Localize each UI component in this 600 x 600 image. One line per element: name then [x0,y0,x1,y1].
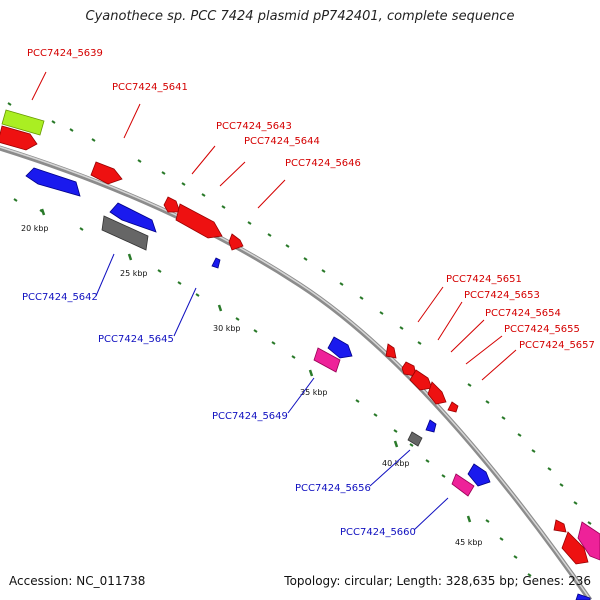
scale-tick-marks [40,208,472,523]
gene-blue-a[interactable] [25,167,81,197]
gene-5655[interactable] [427,381,447,405]
accession-text: Accession: NC_011738 [9,574,146,588]
gene-5654[interactable] [409,369,433,391]
gene-5653[interactable] [401,361,417,377]
scale-tick-25kbp: 25 kbp [120,269,148,278]
gene-label-5649[interactable]: PCC7424_5649 [212,411,288,422]
plasmid-backbone-highlight [0,146,591,600]
outer-track-dots [7,102,592,525]
gene-5660[interactable] [451,473,475,497]
plasmid-backbone [0,145,593,600]
topology-summary: Topology: circular; Length: 328,635 bp; … [284,574,591,588]
scale-tick-35kbp: 35 kbp [300,388,328,397]
gene-5645[interactable] [211,257,221,269]
gene-blue-e[interactable] [467,463,491,487]
gene-5657[interactable] [447,401,459,413]
gene-label-5657[interactable]: PCC7424_5657 [519,340,595,351]
inner-track-dots [13,198,532,577]
gene-label-5654[interactable]: PCC7424_5654 [485,308,561,319]
gene-blue-b[interactable] [109,202,157,233]
gene-label-5646[interactable]: PCC7424_5646 [285,158,361,169]
gene-5644[interactable] [175,203,223,239]
gene-label-5645[interactable]: PCC7424_5645 [98,334,174,345]
gene-label-5651[interactable]: PCC7424_5651 [446,274,522,285]
gene-label-5642[interactable]: PCC7424_5642 [22,292,98,303]
gene-blue-edge[interactable] [575,593,591,600]
forward-gene-labels: PCC7424_5639 PCC7424_5641 PCC7424_5643 P… [27,48,595,351]
gene-5649[interactable] [313,347,341,373]
gene-red-b[interactable] [553,519,567,533]
gene-red-a[interactable] [0,125,38,151]
gene-pink-edge[interactable] [577,521,600,561]
gene-label-5655[interactable]: PCC7424_5655 [504,324,580,335]
gene-label-5653[interactable]: PCC7424_5653 [464,290,540,301]
gene-label-5643[interactable]: PCC7424_5643 [216,121,292,132]
gene-5641[interactable] [90,161,123,185]
forward-genes [0,109,600,565]
leader-lines-forward [31,71,517,381]
gene-label-5644[interactable]: PCC7424_5644 [244,136,320,147]
gene-5643[interactable] [163,196,181,213]
gene-5642[interactable] [101,215,149,251]
scale-tick-40kbp: 40 kbp [382,459,410,468]
gene-label-5656[interactable]: PCC7424_5656 [295,483,371,494]
leader-lines-reverse [95,253,449,531]
gene-label-5660[interactable]: PCC7424_5660 [340,527,416,538]
gene-5656[interactable] [407,431,423,447]
gene-5651[interactable] [385,343,397,359]
gene-red-c[interactable] [561,531,589,565]
gene-label-5639[interactable]: PCC7424_5639 [27,48,103,59]
reverse-gene-labels: PCC7424_5642 PCC7424_5645 PCC7424_5649 P… [22,292,416,538]
map-title: Cyanothece sp. PCC 7424 plasmid pP742401… [85,9,515,24]
gene-label-5641[interactable]: PCC7424_5641 [112,82,188,93]
gene-5639[interactable] [1,109,45,136]
reverse-genes [25,167,591,600]
gene-blue-d[interactable] [425,419,437,433]
scale-tick-20kbp: 20 kbp [21,224,49,233]
scale-tick-30kbp: 30 kbp [213,324,241,333]
gene-5646[interactable] [228,233,244,251]
gene-blue-c[interactable] [327,336,353,359]
scale-tick-45kbp: 45 kbp [455,538,483,547]
